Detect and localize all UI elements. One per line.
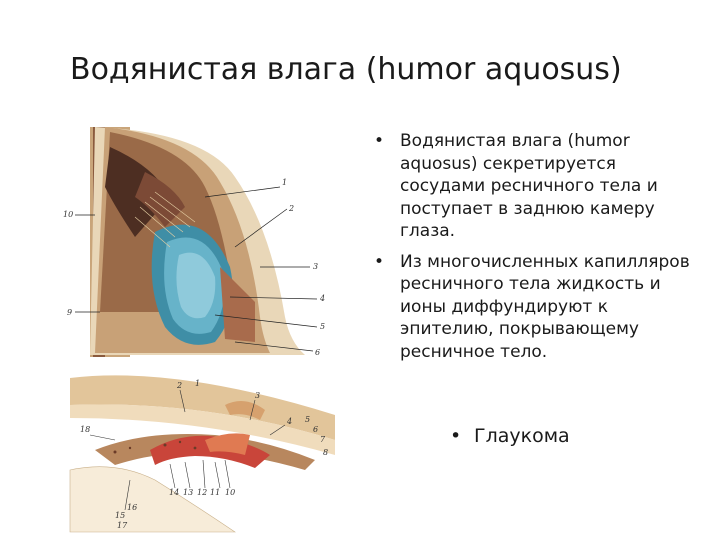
label-2: 2	[288, 204, 294, 213]
label-4: 4	[319, 294, 325, 303]
label-1: 1	[282, 178, 287, 187]
eye-anatomy-svg: 1 2 3 4 5 6 9 10	[55, 127, 340, 357]
label-4: 4	[286, 417, 292, 426]
label-5: 5	[320, 322, 325, 331]
label-5: 5	[305, 415, 310, 424]
slide-title: Водянистая влага (humor aquosus)	[70, 50, 690, 90]
bullet-text: Водянистая влага (humor aquosus) секрети…	[400, 131, 658, 241]
label-11: 11	[210, 488, 220, 497]
label-10: 10	[63, 210, 73, 219]
bullet-list: • Водянистая влага (humor aquosus) секре…	[372, 130, 692, 371]
drainage-angle-svg: 2 1 3 4 5 6 7 8 10 11 12 13 14 15 16 17 …	[55, 360, 340, 535]
bullet-item-diffusion: • Из многочисленных капилляров ресничног…	[372, 251, 692, 364]
lens-capsule	[70, 467, 235, 532]
label-14: 14	[169, 488, 179, 497]
label-12: 12	[197, 488, 207, 497]
bullet-dot: •	[450, 425, 461, 447]
bullet-text: Из многочисленных капилляров ресничного …	[400, 252, 690, 362]
label-2: 2	[176, 381, 182, 390]
label-1: 1	[195, 379, 200, 388]
bullet-item-glaucoma: • Глаукома	[448, 425, 570, 447]
label-10: 10	[225, 488, 235, 497]
label-17: 17	[117, 521, 128, 530]
label-6: 6	[313, 425, 318, 434]
label-13: 13	[183, 488, 193, 497]
label-3: 3	[313, 262, 318, 271]
label-6: 6	[315, 348, 320, 357]
bullet-text: Глаукома	[474, 425, 570, 447]
eye-anatomy-diagram: 1 2 3 4 5 6 9 10	[55, 127, 340, 357]
label-15: 15	[115, 511, 125, 520]
drainage-angle-diagram: 2 1 3 4 5 6 7 8 10 11 12 13 14 15 16 17 …	[55, 360, 340, 535]
label-3: 3	[255, 391, 260, 400]
bullet-item-secretion: • Водянистая влага (humor aquosus) секре…	[372, 130, 692, 243]
label-16: 16	[127, 503, 137, 512]
bullet-dot: •	[374, 251, 384, 274]
label-9: 9	[67, 308, 72, 317]
bullet-dot: •	[374, 130, 384, 153]
label-8: 8	[323, 448, 328, 457]
label-18: 18	[80, 425, 90, 434]
